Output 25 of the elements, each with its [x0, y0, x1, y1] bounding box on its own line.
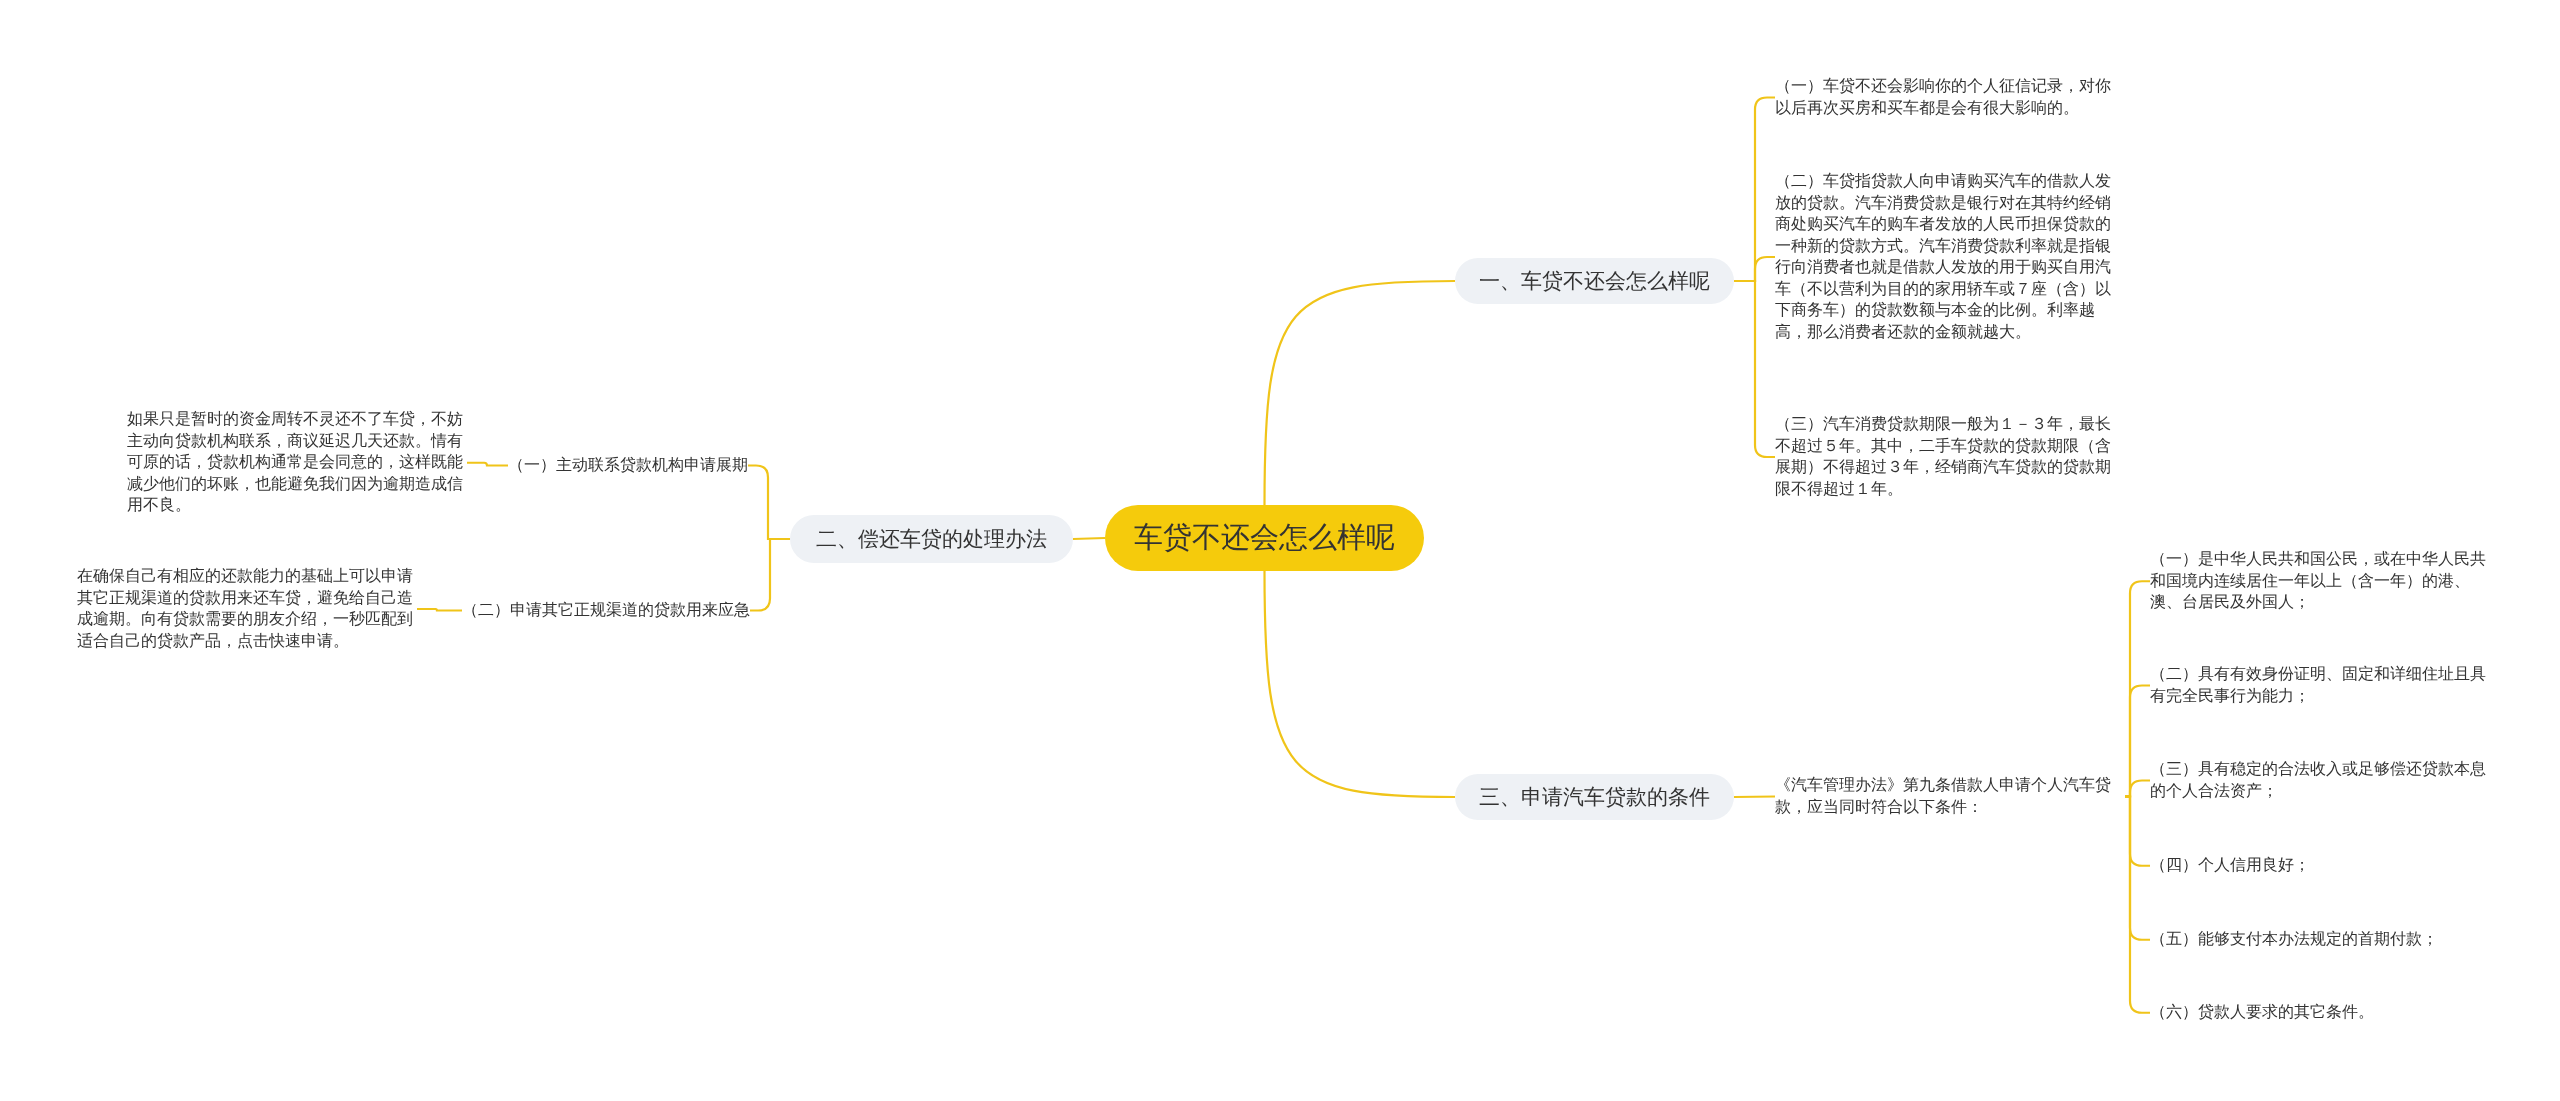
central-topic: 车贷不还会怎么样呢	[1105, 505, 1424, 571]
note-text: （一）车贷不还会影响你的个人征信记录，对你以后再次买房和买车都是会有很大影响的。	[1775, 76, 2115, 119]
note-text: 在确保自己有相应的还款能力的基础上可以申请其它正规渠道的贷款用来还车贷，避免给自己造成逾期。向有贷款需要的朋友介绍，一秒匹配到适合自己的贷款产品，点击快速申请。	[77, 566, 417, 652]
connector-line	[1263, 279, 1455, 505]
connector-line	[467, 461, 508, 467]
note-text: （三）汽车消费贷款期限一般为１－３年，最长不超过５年。其中，二手车贷款的贷款期限（含展期）不得超过３年，经销商汽车贷款的贷款期限不得超过１年。	[1775, 414, 2115, 500]
note-text: （一）是中华人民共和国公民，或在中华人民共和国境内连续居住一年以上（含一年）的港、澳、台居民及外国人；	[2150, 549, 2490, 614]
note-text: （五）能够支付本办法规定的首期付款；	[2150, 929, 2490, 951]
subtopic-text: （一）主动联系贷款机构申请展期	[508, 455, 748, 476]
topic-box: 二、偿还车贷的处理办法	[790, 515, 1073, 563]
note-text: （四）个人信用良好；	[2150, 855, 2490, 877]
topic-box: 一、车贷不还会怎么样呢	[1455, 258, 1734, 304]
connector-line	[1072, 536, 1106, 541]
connector-line	[1263, 571, 1455, 799]
topic-box: 三、申请汽车贷款的条件	[1455, 774, 1734, 820]
note-text: 《汽车管理办法》第九条借款人申请个人汽车贷款，应当同时符合以下条件：	[1775, 775, 2125, 818]
connector-line	[2125, 795, 2150, 1014]
connector-line	[417, 607, 462, 612]
note-text: （六）贷款人要求的其它条件。	[2150, 1002, 2490, 1024]
subtopic-text: （二）申请其它正规渠道的贷款用来应急	[462, 600, 750, 621]
note-text: 如果只是暂时的资金周转不灵还不了车贷，不妨主动向贷款机构联系，商议延迟几天还款。情有可原的话，贷款机构通常是会同意的，这样既能减少他们的坏账，也能避免我们因为逾期造成信用不良。	[127, 409, 467, 517]
connector-line	[1734, 795, 1775, 799]
note-text: （二）车贷指贷款人向申请购买汽车的借款人发放的贷款。汽车消费贷款是银行对在其特约经销商处购买汽车的购车者发放的人民币担保贷款的一种新的贷款方式。汽车消费贷款利率就是指银行向消费者也就是借款人发放的用于购买自用汽车（不以营利为目的的家用轿车或７座（含）以下商务车）的贷款数额与本金的比例。利率越高，那么消费者还款的金额就越大。	[1775, 171, 2115, 343]
note-text: （二）具有有效身份证明、固定和详细住址且具有完全民事行为能力；	[2150, 664, 2490, 707]
note-text: （三）具有稳定的合法收入或足够偿还贷款本息的个人合法资产；	[2150, 759, 2490, 802]
